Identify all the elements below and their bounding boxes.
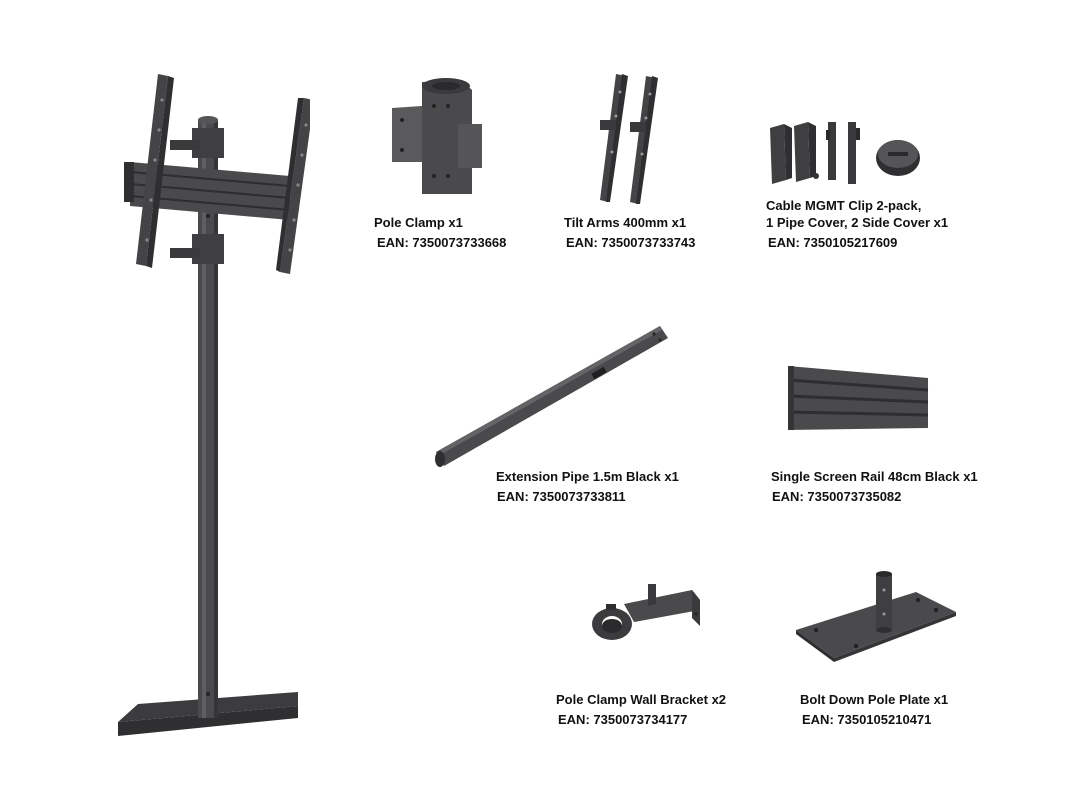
screen-rail-illustration <box>787 366 929 430</box>
extension-pipe-caption: Extension Pipe 1.5m Black x1 EAN: 735007… <box>496 468 679 505</box>
extension-pipe-illustration <box>435 326 668 467</box>
product-ean: EAN: 7350073733811 <box>497 489 626 504</box>
pole-plate-illustration <box>796 571 956 662</box>
product-name: Pole Clamp x1 <box>374 215 463 230</box>
wall-bracket-caption: Pole Clamp Wall Bracket x2 EAN: 73500737… <box>556 691 726 728</box>
floor-stand-illustration <box>118 74 310 736</box>
product-name: Single Screen Rail 48cm Black x1 <box>771 469 978 484</box>
pole-plate-caption: Bolt Down Pole Plate x1 EAN: 73501052104… <box>800 691 948 728</box>
pole-clamp-illustration <box>392 78 482 194</box>
product-ean: EAN: 7350073733743 <box>566 235 696 250</box>
cable-mgmt-caption: Cable MGMT Clip 2-pack, 1 Pipe Cover, 2 … <box>766 197 948 251</box>
pole-clamp-caption: Pole Clamp x1 EAN: 7350073733668 <box>374 214 506 251</box>
product-ean: EAN: 7350105217609 <box>768 235 898 250</box>
product-name-line-1: Cable MGMT Clip 2-pack, <box>766 198 922 213</box>
tilt-arms-illustration <box>600 74 658 204</box>
product-name: Tilt Arms 400mm x1 <box>564 215 687 230</box>
product-ean: EAN: 7350073733668 <box>377 235 507 250</box>
product-name: Pole Clamp Wall Bracket x2 <box>556 692 727 707</box>
product-ean: EAN: 7350105210471 <box>802 712 932 727</box>
product-name-line-2: 1 Pipe Cover, 2 Side Cover x1 <box>766 215 949 230</box>
cable-mgmt-set-illustration <box>770 122 920 184</box>
wall-bracket-illustration <box>592 584 700 640</box>
product-name: Extension Pipe 1.5m Black x1 <box>496 469 679 484</box>
product-name: Bolt Down Pole Plate x1 <box>800 692 949 707</box>
tilt-arms-caption: Tilt Arms 400mm x1 EAN: 7350073733743 <box>564 214 695 251</box>
product-ean: EAN: 7350073735082 <box>772 489 902 504</box>
product-ean: EAN: 7350073734177 <box>558 712 688 727</box>
screen-rail-caption: Single Screen Rail 48cm Black x1 EAN: 73… <box>771 468 978 505</box>
